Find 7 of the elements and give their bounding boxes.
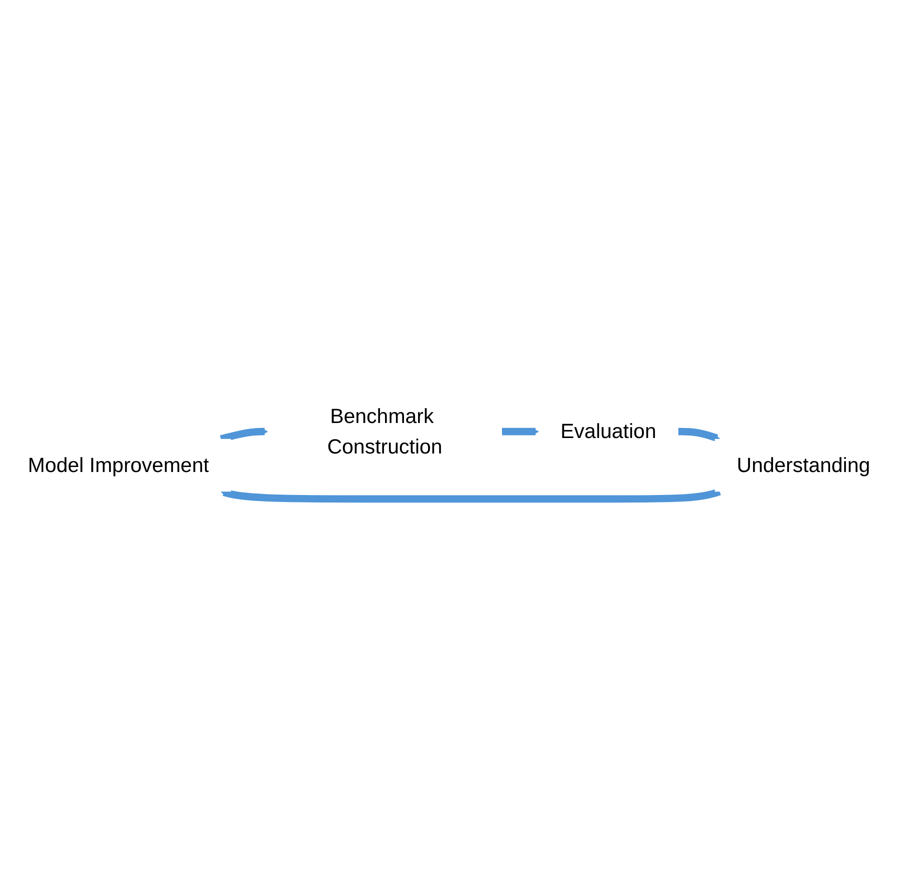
arrow (220, 428, 268, 443)
arrow (220, 488, 721, 503)
node-text: Understanding (736, 454, 870, 476)
node-text: Benchmark Construction (327, 404, 442, 458)
node-text: Evaluation (560, 420, 656, 443)
arrow (501, 428, 539, 436)
arrow (678, 428, 720, 442)
